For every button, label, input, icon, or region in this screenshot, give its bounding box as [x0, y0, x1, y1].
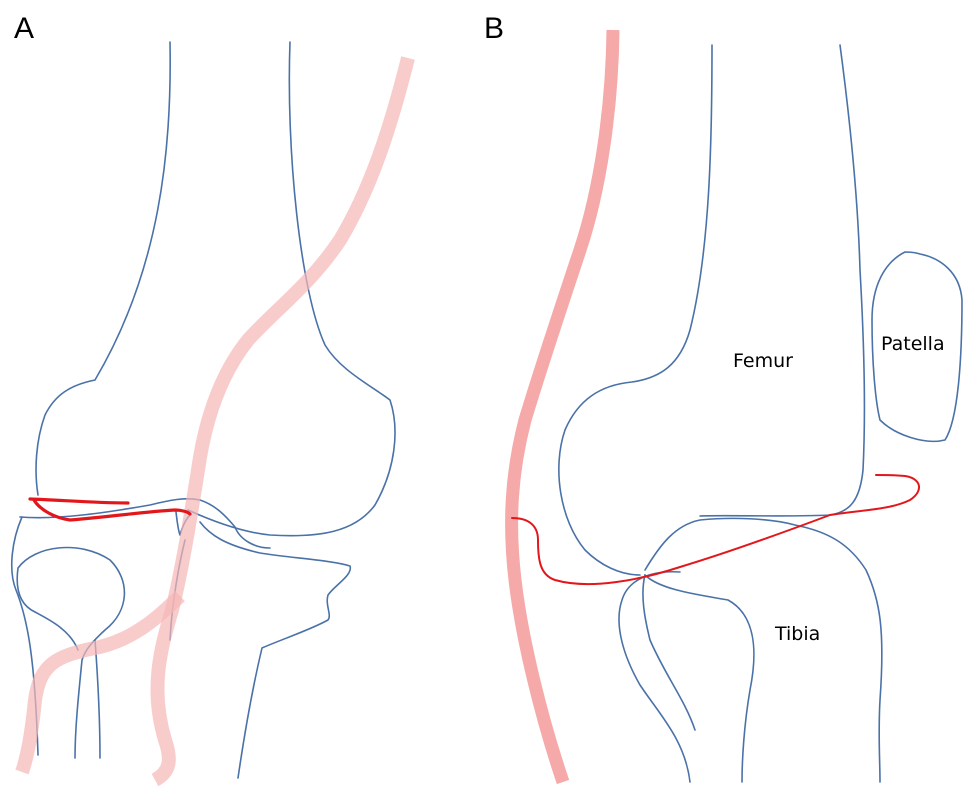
panel-a-letter: A	[14, 12, 34, 45]
fibula-outline-b	[619, 572, 695, 782]
femur-label: Femur	[733, 350, 793, 372]
nerve-path-a-long	[155, 58, 408, 780]
tibia-plateau-a	[200, 522, 350, 778]
nerve-path-b	[512, 30, 613, 782]
tibia-outline-b	[645, 518, 882, 782]
panel-a: A	[12, 12, 408, 780]
panel-b-letter: B	[484, 12, 504, 45]
joint-line-a	[20, 499, 270, 548]
tibia-label: Tibia	[774, 623, 820, 645]
patella-label: Patella	[881, 333, 945, 355]
panel-b: B Femur Patella Tibia	[484, 12, 962, 782]
femur-outline-a	[36, 42, 395, 536]
